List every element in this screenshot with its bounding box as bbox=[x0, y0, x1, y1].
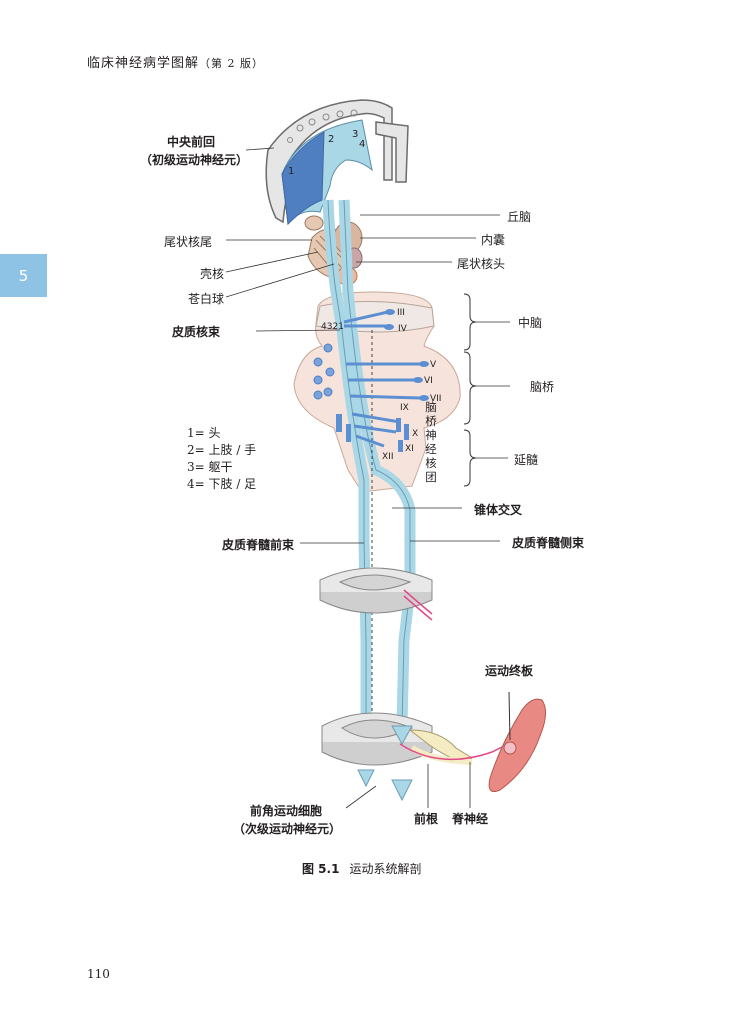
label-anterior-corticospinal: 皮质脊髓前束 bbox=[222, 536, 294, 553]
cn-IV: IV bbox=[398, 324, 408, 334]
label-caudate-tail: 尾状核尾 bbox=[164, 233, 212, 250]
key-item: 4= 下肢 / 足 bbox=[187, 476, 256, 493]
label-corticobulbar: 皮质核束 bbox=[172, 323, 220, 340]
corticospinal-tracts bbox=[328, 200, 410, 760]
somatotopy-key: 1= 头 2= 上肢 / 手 3= 躯干 4= 下肢 / 足 bbox=[187, 425, 256, 493]
cranial-nuclei-char: 神 bbox=[424, 428, 438, 442]
label-midbrain: 中脑 bbox=[518, 314, 542, 331]
tract-numbers: 4321 bbox=[321, 322, 344, 332]
spinal-cord-upper bbox=[320, 568, 432, 620]
cortex-number-3: 3 bbox=[352, 129, 358, 140]
label-medulla: 延髓 bbox=[514, 451, 538, 468]
label-thalamus: 丘脑 bbox=[507, 208, 531, 225]
cn-VI: VI bbox=[424, 376, 433, 386]
label-spinal-nerve: 脊神经 bbox=[452, 810, 488, 827]
cranial-nuclei-char: 桥 bbox=[424, 414, 438, 428]
cn-XII: XII bbox=[382, 452, 393, 462]
label-putamen: 壳核 bbox=[200, 265, 224, 282]
label-internal-capsule: 内囊 bbox=[481, 231, 505, 248]
muscle bbox=[489, 692, 545, 792]
label-precentral-gyrus: 中央前回 bbox=[167, 133, 215, 150]
cranial-nuclei-char: 脑 bbox=[424, 400, 438, 414]
label-upper-motor-neuron: （初级运动神经元） bbox=[140, 151, 248, 168]
page-number: 110 bbox=[87, 967, 110, 981]
key-item: 3= 躯干 bbox=[187, 459, 256, 476]
label-globus-pallidus: 苍白球 bbox=[188, 290, 224, 307]
label-motor-endplate: 运动终板 bbox=[485, 662, 533, 679]
label-anterior-horn-cell: 前角运动细胞 bbox=[250, 802, 322, 819]
figure-caption: 图 5.1 运动系统解剖 bbox=[302, 860, 421, 877]
cn-V: V bbox=[430, 360, 437, 370]
caption-text: 运动系统解剖 bbox=[349, 862, 421, 876]
level-braces bbox=[464, 294, 476, 486]
key-item: 2= 上肢 / 手 bbox=[187, 442, 256, 459]
label-pons: 脑桥 bbox=[530, 378, 554, 395]
cn-IX: IX bbox=[400, 403, 409, 413]
cortex-number-4: 4 bbox=[359, 139, 365, 150]
spinal-cord-lower bbox=[322, 713, 432, 765]
cranial-nuclei-char: 团 bbox=[424, 470, 438, 484]
label-lateral-corticospinal: 皮质脊髓侧束 bbox=[512, 534, 584, 551]
cn-III: III bbox=[397, 308, 405, 318]
cortex-section bbox=[266, 100, 408, 224]
cortex-number-2: 2 bbox=[328, 134, 334, 145]
label-caudate-head: 尾状核头 bbox=[457, 255, 505, 272]
key-item: 1= 头 bbox=[187, 425, 256, 442]
label-cranial-nuclei: 脑 桥 神 经 核 团 bbox=[424, 400, 438, 484]
caption-number: 图 5.1 bbox=[302, 862, 339, 876]
cranial-nuclei-char: 经 bbox=[424, 442, 438, 456]
cn-X: X bbox=[412, 429, 418, 439]
cranial-nuclei-char: 核 bbox=[424, 456, 438, 470]
label-anterior-root: 前根 bbox=[414, 810, 438, 827]
cn-XI: XI bbox=[405, 444, 414, 454]
cortex-number-1: 1 bbox=[288, 166, 294, 177]
label-lower-motor-neuron: （次级运动神经元） bbox=[233, 820, 341, 837]
label-pyramidal-decussation: 锥体交叉 bbox=[474, 501, 522, 518]
